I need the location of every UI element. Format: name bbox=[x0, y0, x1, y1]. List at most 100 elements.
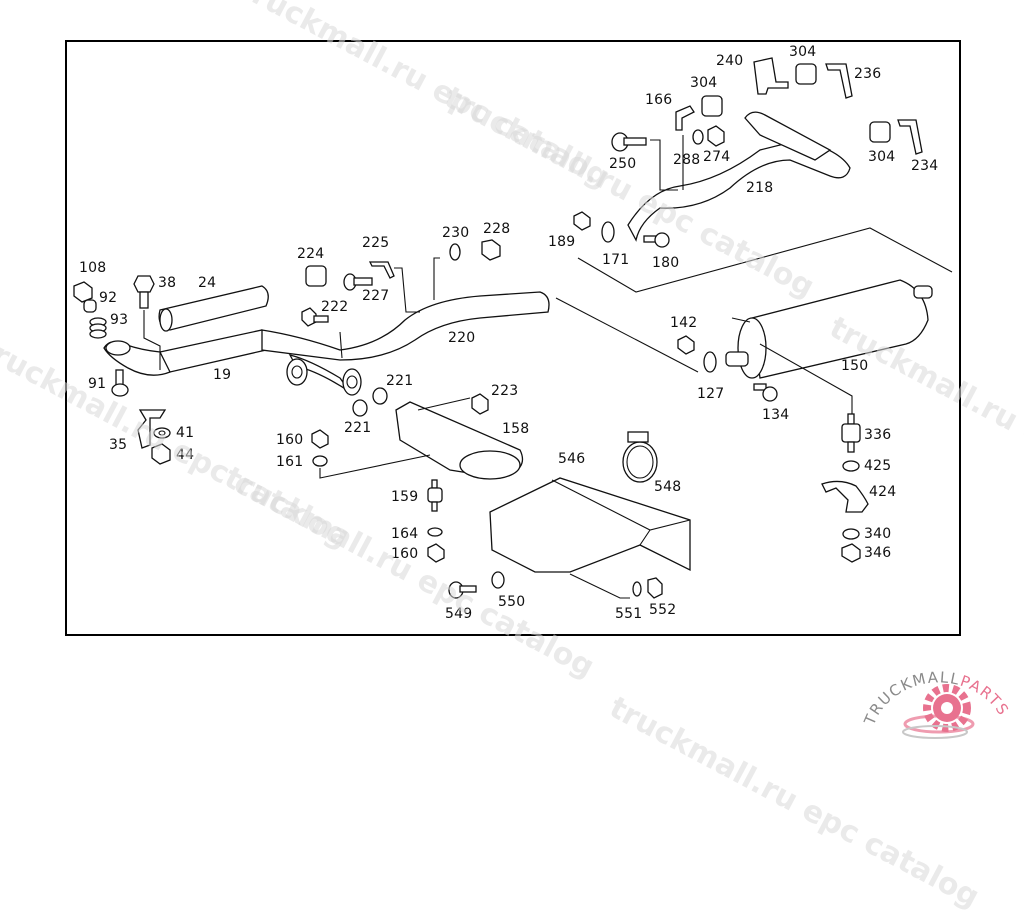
pre-muffler-158[interactable] bbox=[395, 401, 524, 480]
nut-160a[interactable] bbox=[311, 429, 329, 449]
label-35: 35 bbox=[109, 437, 128, 453]
label-164: 164 bbox=[391, 526, 419, 542]
mount-159[interactable] bbox=[427, 479, 443, 512]
ring-221b[interactable] bbox=[352, 399, 368, 417]
washer-230[interactable] bbox=[449, 243, 461, 261]
bolt-38[interactable] bbox=[133, 275, 155, 309]
nut-142[interactable] bbox=[677, 335, 695, 355]
bracket-424[interactable] bbox=[821, 480, 869, 513]
nut-228[interactable] bbox=[481, 239, 501, 261]
label-222: 222 bbox=[321, 299, 349, 315]
label-161: 161 bbox=[276, 454, 304, 470]
label-551: 551 bbox=[615, 606, 643, 622]
washer-425[interactable] bbox=[842, 460, 860, 472]
washer-41[interactable] bbox=[153, 427, 171, 439]
label-92: 92 bbox=[99, 290, 118, 306]
washer-340[interactable] bbox=[842, 528, 860, 540]
swoosh-icon bbox=[902, 725, 968, 739]
label-160a: 160 bbox=[276, 432, 304, 448]
rubber-mount-304a[interactable] bbox=[701, 95, 723, 117]
label-548: 548 bbox=[654, 479, 682, 495]
label-340: 340 bbox=[864, 526, 892, 542]
label-549: 549 bbox=[445, 606, 473, 622]
nut-108[interactable] bbox=[73, 281, 93, 303]
washer-288[interactable] bbox=[692, 129, 704, 145]
ring-221a[interactable] bbox=[372, 387, 388, 405]
label-38: 38 bbox=[158, 275, 177, 291]
label-160b: 160 bbox=[391, 546, 419, 562]
rubber-mount-304b[interactable] bbox=[795, 63, 817, 85]
pipe-19[interactable] bbox=[103, 329, 269, 376]
bolt-549[interactable] bbox=[448, 581, 477, 599]
clamp-548[interactable] bbox=[622, 431, 658, 483]
bracket-234[interactable] bbox=[897, 119, 923, 155]
nut-44[interactable] bbox=[151, 443, 171, 465]
bracket-166[interactable] bbox=[675, 105, 695, 131]
bolt-134[interactable] bbox=[753, 383, 778, 402]
flange-right[interactable] bbox=[342, 368, 362, 396]
nut-274[interactable] bbox=[707, 125, 725, 147]
label-91: 91 bbox=[88, 376, 107, 392]
bolt-180[interactable] bbox=[643, 232, 670, 248]
bolt-91[interactable] bbox=[111, 369, 129, 397]
label-304c: 304 bbox=[868, 149, 896, 165]
truckmallparts-logo: TRUCKMALLPARTS bbox=[860, 668, 1013, 739]
heat-shield-546[interactable] bbox=[489, 477, 691, 573]
flange-left[interactable] bbox=[286, 358, 308, 386]
label-336: 336 bbox=[864, 427, 892, 443]
label-150: 150 bbox=[841, 358, 869, 374]
swoosh-icon bbox=[903, 714, 975, 734]
label-24: 24 bbox=[198, 275, 217, 291]
gear-icon bbox=[923, 684, 971, 732]
bracket-236[interactable] bbox=[825, 63, 853, 99]
bracket-240[interactable] bbox=[753, 57, 789, 95]
label-274: 274 bbox=[703, 149, 731, 165]
label-127: 127 bbox=[697, 386, 725, 402]
label-234: 234 bbox=[911, 158, 939, 174]
nut-160b[interactable] bbox=[427, 543, 445, 563]
nut-189[interactable] bbox=[573, 211, 591, 231]
nut-552[interactable] bbox=[647, 577, 663, 599]
clamp-127[interactable] bbox=[703, 351, 717, 373]
label-221a: 221 bbox=[386, 373, 414, 389]
rubber-mount-304c[interactable] bbox=[869, 121, 891, 143]
svg-text:TRUCKMALLPARTS: TRUCKMALLPARTS bbox=[860, 668, 1013, 728]
label-108: 108 bbox=[79, 260, 107, 276]
label-550: 550 bbox=[498, 594, 526, 610]
label-134: 134 bbox=[762, 407, 790, 423]
bracket-225[interactable] bbox=[368, 261, 395, 279]
clamp-171[interactable] bbox=[601, 221, 615, 243]
pipe-24[interactable] bbox=[158, 285, 269, 332]
rubber-mount-224[interactable] bbox=[305, 265, 327, 287]
label-240: 240 bbox=[716, 53, 744, 69]
label-304a: 304 bbox=[789, 44, 817, 60]
label-230: 230 bbox=[442, 225, 470, 241]
label-218: 218 bbox=[746, 180, 774, 196]
label-171: 171 bbox=[602, 252, 630, 268]
tail-pipe-218[interactable] bbox=[627, 111, 851, 242]
washer-164[interactable] bbox=[427, 527, 443, 537]
label-236: 236 bbox=[854, 66, 882, 82]
diagram-frame bbox=[65, 40, 961, 636]
mount-336[interactable] bbox=[841, 413, 861, 453]
exhaust-diagram bbox=[73, 57, 953, 599]
sleeve-92[interactable] bbox=[83, 299, 97, 313]
bolt-222[interactable] bbox=[301, 307, 329, 327]
label-41: 41 bbox=[176, 425, 195, 441]
spring-93[interactable] bbox=[89, 317, 107, 339]
bolt-250[interactable] bbox=[611, 132, 647, 152]
bolt-227[interactable] bbox=[343, 273, 373, 291]
bracket-35[interactable] bbox=[137, 409, 167, 449]
nut-346[interactable] bbox=[841, 543, 861, 563]
muffler-150[interactable] bbox=[725, 279, 933, 379]
washer-551[interactable] bbox=[632, 581, 642, 597]
label-288: 288 bbox=[673, 152, 701, 168]
label-44: 44 bbox=[176, 447, 195, 463]
nut-223[interactable] bbox=[471, 393, 489, 415]
washer-161[interactable] bbox=[312, 455, 328, 467]
label-546: 546 bbox=[558, 451, 586, 467]
label-250: 250 bbox=[609, 156, 637, 172]
label-142: 142 bbox=[670, 315, 698, 331]
label-93: 93 bbox=[110, 312, 129, 328]
washer-550[interactable] bbox=[491, 571, 505, 589]
